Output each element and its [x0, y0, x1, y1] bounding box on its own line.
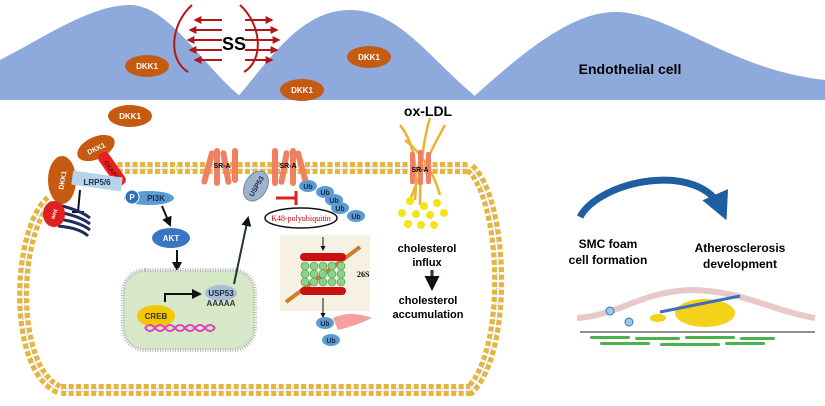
- creb-label: CREB: [145, 312, 168, 321]
- ub-label: Ub: [326, 338, 335, 345]
- sr-a-label: SR-A: [411, 167, 428, 174]
- phospho-label: P: [129, 193, 135, 202]
- 26s-label: 26S: [357, 270, 370, 279]
- dkk1-label: DKK1: [358, 53, 380, 62]
- cholesterol-accumulation-label: cholesterol: [399, 295, 458, 307]
- pi3k-akt-pathway: P PI3K AKT: [124, 189, 190, 272]
- outcome-panel: SMC foam cell formation Atherosclerosis …: [569, 176, 816, 346]
- dkk1-label: DKK1: [291, 86, 313, 95]
- polya-label: AAAAA: [207, 299, 236, 308]
- cholesterol-influx-label: cholesterol: [398, 243, 457, 255]
- ub-label: Ub: [320, 190, 329, 197]
- dkk1-receptor-complex: DKK1 DKK1 CKAP4 LRP5/6 wnt: [43, 134, 126, 238]
- sr-a-label: SR-A: [213, 163, 230, 170]
- sr-a-label: SR-A: [279, 163, 296, 170]
- ss-label: SS: [222, 34, 246, 54]
- ox-ldl-label: ox-LDL: [404, 103, 453, 119]
- sr-a-receptors: SR-A SR-A SR-A ox-LDL: [201, 103, 453, 206]
- k48-polyubiquitin-label: K48-polyubiquitin: [271, 214, 331, 223]
- akt-label: AKT: [163, 234, 180, 243]
- nucleus: CREB USP53 AAAAA: [121, 216, 257, 352]
- ubiquitin-pathway: USP53 K48-polyubiquitin Ub Ub Ub Ub Ub 2…: [243, 170, 372, 346]
- cholesterol-influx-label: influx: [412, 257, 442, 269]
- ub-label: Ub: [351, 214, 360, 221]
- endothelial-cell-label: Endothelial cell: [579, 61, 682, 77]
- degraded-fragment: [333, 314, 372, 330]
- dna-helix: [144, 324, 216, 332]
- dkk1-label: DKK1: [136, 62, 158, 71]
- ub-label: Ub: [303, 184, 312, 191]
- endothelium: [0, 5, 825, 100]
- wnt-label: wnt: [50, 208, 60, 221]
- atherosclerosis-label: development: [703, 257, 777, 271]
- plaque-illustration: [576, 286, 816, 346]
- ub-label: Ub: [335, 206, 344, 213]
- ub-label: Ub: [329, 198, 338, 205]
- cell-membrane: [17, 162, 505, 396]
- cholesterol-panel: cholesterol influx cholesterol accumulat…: [393, 197, 464, 321]
- ub-label: Ub: [320, 321, 329, 328]
- lrp5-6-label: LRP5/6: [83, 178, 111, 187]
- endothelial-hump-1: [0, 5, 245, 100]
- endothelial-hump-3: [470, 12, 825, 100]
- nuclear-usp53-label: USP53: [208, 289, 234, 298]
- atherosclerosis-label: Atherosclerosis: [695, 241, 786, 255]
- smc-foam-label: cell formation: [569, 253, 648, 267]
- curved-arrow-icon: [576, 176, 729, 221]
- shear-stress-symbol: SS: [173, 4, 281, 73]
- pi3k-label: PI3K: [147, 194, 165, 203]
- cholesterol-droplets: [398, 197, 448, 229]
- cholesterol-accumulation-label: accumulation: [393, 309, 464, 321]
- smc-foam-label: SMC foam: [579, 237, 638, 251]
- dkk1-label: DKK1: [58, 170, 68, 190]
- secreted-dkk1: DKK1 DKK1 DKK1 DKK1: [108, 46, 391, 127]
- dkk1-label: DKK1: [119, 112, 141, 121]
